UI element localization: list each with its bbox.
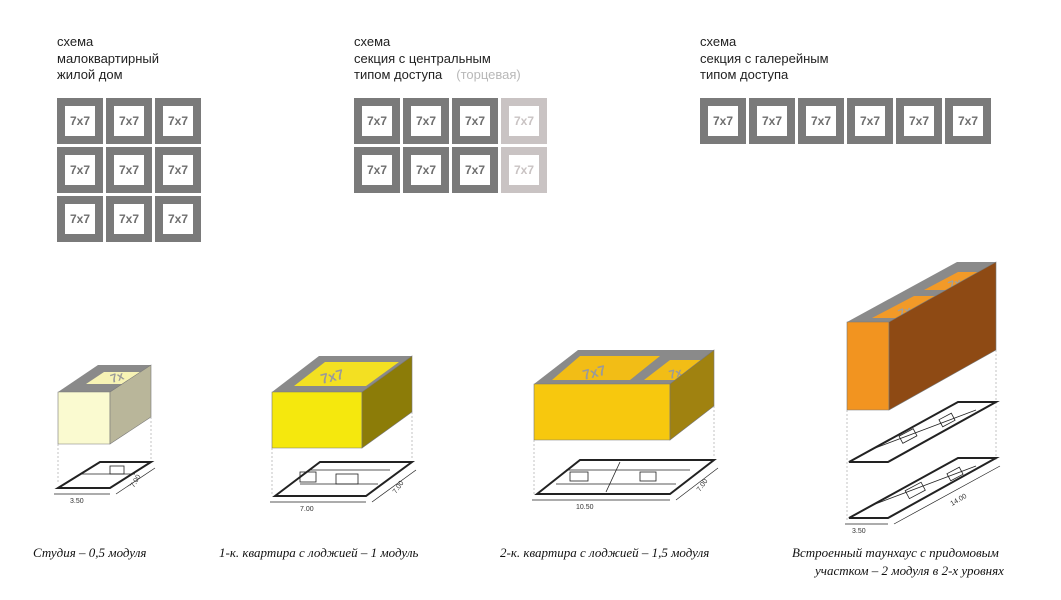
one-room-plan-outline [272,461,416,497]
two-room-block-front [533,383,671,441]
townhouse-dim-depth: 14.00 [950,493,969,508]
scheme-title-line: секция с центральным [354,50,491,66]
two-room-dim-width: 10.50 [576,504,594,511]
module-cell: 7x7 [403,98,449,144]
studio-dim-width: 3.50 [70,498,84,505]
caption-line: 2-к. квартира с лоджией – 1,5 модуля [500,545,710,560]
townhouse-floor-plan-lower: 3.50 14.00 [845,457,1001,535]
two-room-module-block: 7x7 7x [533,349,715,441]
scheme-title-text: типом доступа [354,67,443,82]
townhouse-caption: Встроенный таунхаус с придомовым участко… [792,544,1004,580]
module-cell: 7x7 [749,98,795,144]
one-room-block-top-inner [294,362,399,386]
scheme-title-line: схема [354,34,391,49]
studio-plan-outline [54,461,155,489]
caption-line: участком – 2 модуля в 2-х уровнях [815,563,1004,578]
townhouse-lower-plan-outline [848,457,1000,519]
module-cell: 7x7 [896,98,942,144]
module-cell: 7x7 [155,196,201,242]
caption-line: Студия – 0,5 модуля [33,545,147,560]
one-room-block-front [271,391,363,449]
caption-line: 1-к. квартира с лоджией – 1 модуль [219,545,419,560]
townhouse-module-block: 7x 7x [846,261,997,411]
studio-dim-depth: 7.00 [130,474,143,489]
scheme-title-line: малоквартирный [57,50,159,66]
scheme-title-line: типом доступа (торцевая) [354,67,521,84]
townhouse-upper-plan-outline [848,401,1000,463]
module-cell: 7x7 [155,147,201,193]
module-cell: 7x7 [847,98,893,144]
module-cell: 7x7 [106,196,152,242]
module-cell: 7x7 [700,98,746,144]
caption-line: Встроенный таунхаус с придомовым [792,545,999,560]
scheme-title-line: жилой дом [57,67,123,82]
module-cell: 7x7 [155,98,201,144]
module-cell: 7x7 [57,147,103,193]
module-cell: 7x7 [106,147,152,193]
module-cell: 7x7 [354,147,400,193]
studio-block-front [57,391,111,445]
townhouse-floor-plan-upper [846,350,1000,520]
townhouse-block-front [846,321,890,411]
module-cell: 7x7 [403,147,449,193]
scheme-gallery-access-title: схема секция с галерейным типом доступа [700,34,829,84]
one-room-caption: 1-к. квартира с лоджией – 1 модуль [219,544,418,562]
townhouse-dim-width: 3.50 [852,528,866,535]
scheme-title-line: схема [57,34,94,49]
module-cell: 7x7 [501,98,547,144]
scheme-title-line: схема [700,34,737,49]
one-room-top-label: 7x7 [319,366,346,387]
studio-module-block: 7x [57,364,152,445]
studio-top-label: 7x [109,368,126,386]
scheme-title-line: секция с галерейным [700,50,829,66]
one-room-module-block: 7x7 [271,355,413,449]
one-room-dim-depth: 7.00 [392,480,406,495]
scheme-low-rise-title: схема малоквартирный жилой дом [57,34,159,84]
scheme-central-access-title: схема секция с центральным типом доступа… [354,34,521,84]
module-cell: 7x7 [354,98,400,144]
scheme-title-line: типом доступа [700,67,789,82]
module-cell: 7x7 [106,98,152,144]
module-cell: 7x7 [798,98,844,144]
two-room-plan-outline [534,459,717,495]
two-room-block-top-inner-b [644,360,706,380]
module-cell: 7x7 [945,98,991,144]
module-cell: 7x7 [57,98,103,144]
studio-caption: Студия – 0,5 модуля [33,544,146,562]
one-room-dim-width: 7.00 [300,506,314,513]
two-room-top-label-a: 7x7 [581,362,608,383]
two-room-dim-depth: 7.00 [696,478,710,493]
module-cell: 7x7 [501,147,547,193]
module-cell: 7x7 [452,98,498,144]
scheme-note: (торцевая) [456,67,521,82]
two-room-caption: 2-к. квартира с лоджией – 1,5 модуля [500,544,709,562]
townhouse-block-top-inner-a [872,296,942,318]
module-cell: 7x7 [452,147,498,193]
two-room-block-top-inner-a [552,356,660,380]
module-cell: 7x7 [57,196,103,242]
